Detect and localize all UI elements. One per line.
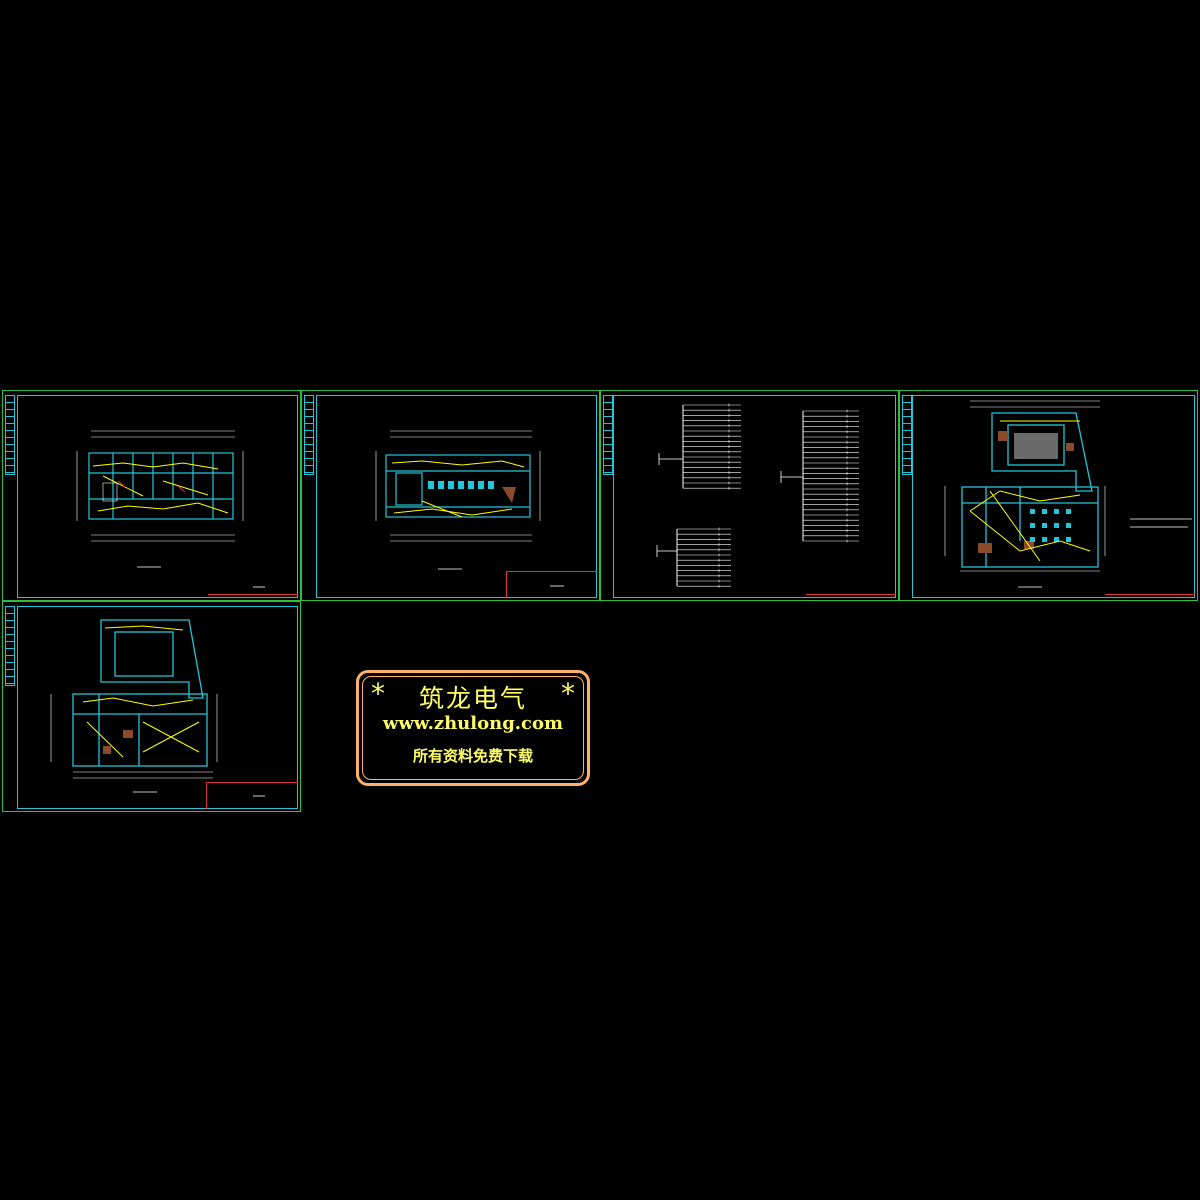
sheet-5-title-block [206, 782, 298, 809]
drawing-sheet-1 [2, 390, 301, 601]
sheet-3-frame [613, 395, 896, 598]
sheet-2-floor-plan [375, 430, 564, 587]
sheet-4-frame [912, 395, 1195, 598]
drawing-sheet-4 [899, 390, 1198, 601]
sheet-2-side-strip [304, 395, 314, 475]
sheet-4-title-line [1105, 594, 1195, 595]
stamp-url: www.zhulong.com [382, 713, 564, 734]
zhulong-watermark-stamp: * * 筑龙电气 www.zhulong.com 所有资料免费下载 [356, 670, 590, 786]
sheet-3-title-line [806, 594, 896, 595]
sheet-5-frame [17, 606, 298, 809]
sheet-5-side-strip [5, 606, 15, 686]
sheet-2-frame [316, 395, 597, 598]
sheet-4-floor-plan [944, 400, 1192, 588]
stamp-inner-ring [362, 676, 584, 780]
drawing-sheet-3 [600, 390, 899, 601]
drawing-sheet-5 [2, 601, 301, 812]
stamp-star-left: * [371, 677, 385, 710]
sheet-3-side-strip [603, 395, 613, 475]
sheet-1-title-line [208, 594, 298, 595]
stamp-star-right: * [561, 677, 575, 710]
sheet-1-side-strip [5, 395, 15, 475]
stamp-brand: 筑龙电气 [418, 684, 527, 713]
sheet-5-floor-plan [50, 619, 265, 797]
drawing-sheet-2 [301, 390, 600, 601]
sheet-2-title-block [506, 571, 597, 598]
stamp-note: 所有资料免费下载 [412, 747, 533, 765]
sheet-4-side-strip [902, 395, 912, 475]
sheet-1-frame [17, 395, 298, 598]
sheet-3-system-diagram [656, 403, 859, 588]
sheet-1-floor-plan [76, 430, 265, 588]
